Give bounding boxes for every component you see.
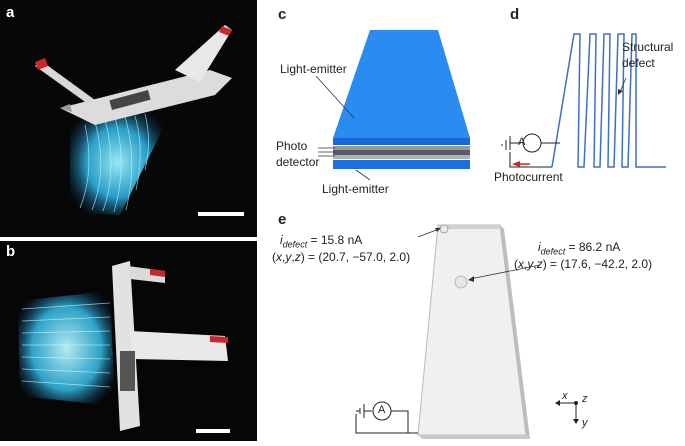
glowing-wing (70, 110, 165, 215)
detector-layer-2 (333, 150, 470, 155)
label-detector: detector (276, 155, 320, 169)
scale-bar-b (196, 429, 230, 433)
label-light-emitter-top: Light-emitter (280, 62, 347, 76)
label-light-emitter-bottom: Light-emitter (322, 182, 389, 196)
panel-letter-b: b (6, 243, 16, 260)
circuit-wire (509, 152, 552, 168)
light-emitter-top-edge (333, 138, 470, 145)
defect-2-current-subscript: defect (540, 246, 566, 257)
panel-letter-a: a (6, 4, 15, 21)
defect-1-marker (439, 224, 449, 234)
light-emitter-bottom-layer (333, 160, 470, 169)
serpentine-waveguide (551, 33, 666, 168)
wing-plate (417, 224, 527, 436)
axis-y-label: y (582, 417, 588, 429)
defect-1-current: idefect = 15.8 nA (280, 233, 362, 249)
panel-e: e idefect = 15.8 nA (x,y,z) = (20.7, −57… (258, 207, 685, 441)
panel-letter-e: e (278, 211, 287, 228)
panel-c: c Light-emitter Photo detector Light-emi… (258, 0, 488, 205)
serpentine-diagram (501, 33, 666, 168)
axis-x-label: x (562, 390, 568, 402)
light-emitter-top-layer (333, 30, 470, 138)
label-defect: defect (622, 56, 655, 70)
defect-2-current: idefect = 86.2 nA (538, 240, 620, 256)
photo-panel-a: a (0, 0, 257, 237)
scale-bar-a (198, 212, 244, 216)
label-photocurrent: Photocurrent (494, 170, 563, 184)
defect-map-diagram (355, 224, 579, 439)
panel-letter-c: c (278, 6, 287, 23)
label-photo: Photo (276, 139, 308, 153)
panel-d: d Structural defect A Photocurrent (490, 0, 685, 205)
defect-1-current-value: = 15.8 nA (307, 233, 363, 247)
defect-2-marker (454, 275, 468, 289)
ammeter-e-label: A (378, 404, 386, 416)
circuit-wire-e (355, 414, 418, 434)
defect-2-coords: (x,y,z) = (17.6, −42.2, 2.0) (514, 257, 653, 271)
defect-1-current-symbol: i (280, 233, 283, 247)
photo-panel-b: b (0, 241, 257, 441)
detector-layer-3 (333, 155, 470, 159)
layer-stack-diagram (315, 30, 470, 181)
defect-1-current-subscript: defect (282, 239, 308, 250)
airplane-photo-a (0, 0, 257, 237)
defect-2-current-value: = 86.2 nA (565, 240, 621, 254)
airplane-photo-b (0, 241, 257, 441)
axis-z-label: z (582, 393, 588, 405)
detector-layer-1 (333, 146, 470, 150)
ammeter-d-label: A (518, 136, 526, 148)
defect-2-current-symbol: i (538, 240, 541, 254)
photocurrent-arrow (512, 161, 520, 167)
defect-1-coords: (x,y,z) = (20.7, −57.0, 2.0) (272, 250, 411, 264)
ammeter-d (522, 133, 542, 153)
panel-letter-d: d (510, 6, 520, 23)
label-structural: Structural (622, 40, 674, 54)
